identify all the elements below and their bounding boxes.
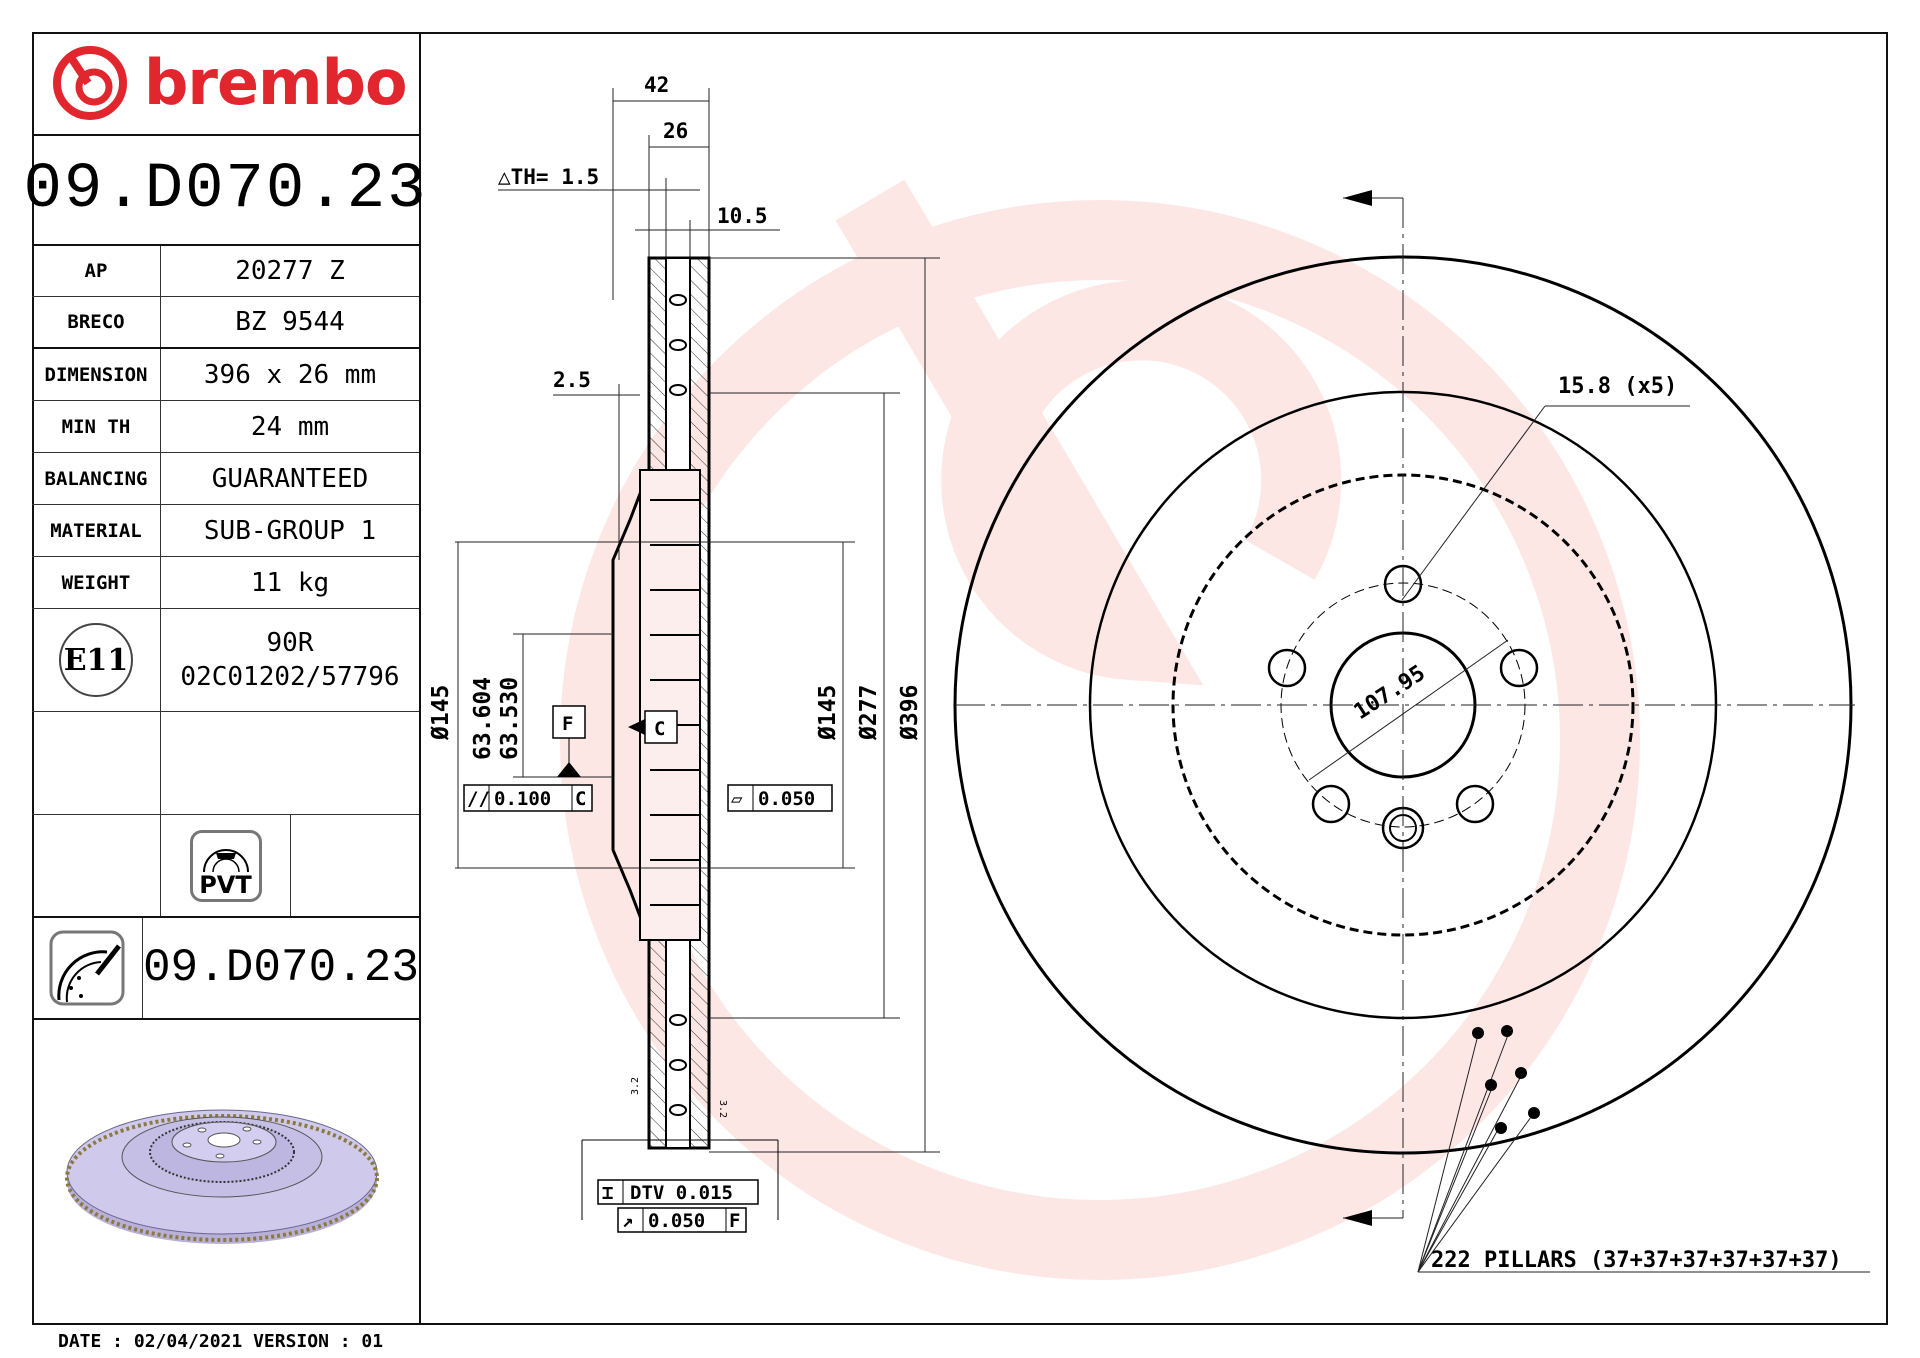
- spec-row-ap: AP 20277 Z: [32, 246, 419, 297]
- brand-name: brembo: [144, 46, 408, 119]
- spec-value: 396 x 26 mm: [203, 359, 377, 390]
- spec-key: BALANCING: [32, 453, 161, 504]
- spec-value: 11 kg: [250, 567, 330, 598]
- approval-regulation: 90R: [266, 628, 314, 658]
- kit-row: 09.D070.23: [32, 918, 419, 1020]
- pvt-badge: PVT: [189, 829, 262, 902]
- e11-approval-mark: E11: [59, 623, 133, 697]
- approval-row: E11 90R 02C01202/57796: [32, 609, 419, 712]
- spec-key: AP: [32, 246, 161, 296]
- part-number: 09.D070.23: [23, 154, 428, 226]
- spec-value: GUARANTEED: [211, 463, 369, 494]
- spec-row-min-th: MIN TH 24 mm: [32, 401, 419, 453]
- spec-key: WEIGHT: [32, 557, 161, 608]
- spec-value: 24 mm: [250, 411, 330, 442]
- spec-value: SUB-GROUP 1: [203, 515, 377, 546]
- spec-key: BRECO: [32, 297, 161, 347]
- drawing-frame: [32, 32, 1888, 1325]
- approval-number: 02C01202/57796: [180, 662, 400, 692]
- spec-key: MATERIAL: [32, 505, 161, 556]
- brand-logo: brembo: [32, 32, 419, 136]
- empty-row: [32, 712, 419, 815]
- pvt-row: PVT: [32, 815, 419, 918]
- spec-row-dimension: DIMENSION 396 x 26 mm: [32, 349, 419, 401]
- disc-coating-icon: [49, 930, 125, 1006]
- spec-row-material: MATERIAL SUB-GROUP 1: [32, 505, 419, 557]
- spec-row-weight: WEIGHT 11 kg: [32, 557, 419, 609]
- spec-key: MIN TH: [32, 401, 161, 452]
- spec-value: 20277 Z: [235, 256, 345, 286]
- spec-row-breco: BRECO BZ 9544: [32, 297, 419, 349]
- spec-value: BZ 9544: [235, 307, 345, 337]
- brembo-logo-icon: [53, 46, 127, 120]
- disc-pillars-icon: [202, 848, 249, 872]
- spec-row-balancing: BALANCING GUARANTEED: [32, 453, 419, 505]
- part-number-cell: 09.D070.23: [23, 136, 426, 246]
- date-version: DATE : 02/04/2021 VERSION : 01: [58, 1331, 384, 1352]
- disc-3d-render: [62, 1072, 402, 1252]
- spec-key: DIMENSION: [32, 349, 161, 400]
- title-block: brembo 09.D070.23 AP 20277 Z BRECO BZ 95…: [23, 32, 426, 1325]
- kit-part-number: 09.D070.23: [142, 942, 419, 994]
- pvt-label: PVT: [199, 870, 252, 899]
